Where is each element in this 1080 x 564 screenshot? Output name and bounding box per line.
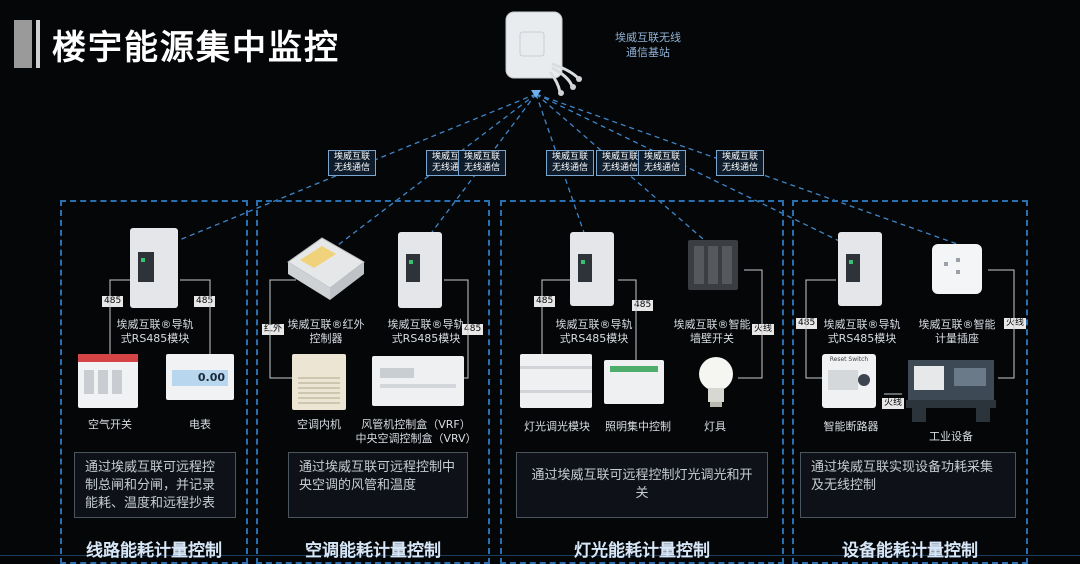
panel-title: 线路能耗计量控制 <box>86 541 222 561</box>
bottom-divider <box>0 555 1080 556</box>
hub-label-line2: 通信基站 <box>626 46 670 59</box>
tag-fire-wire: 火线 <box>1004 318 1027 329</box>
panel-title: 设备能耗计量控制 <box>842 541 978 561</box>
wireless-tag: 埃威互联无线通信 <box>458 150 506 176</box>
device-label: 空调内机 <box>297 418 341 431</box>
tag-485: 485 <box>534 296 556 307</box>
connection-lines <box>109 279 211 355</box>
device-label-vrf: 风管机控制盒（VRF）中央空调控制盒（VRV） <box>355 418 477 445</box>
wireless-tag: 埃威互联无线通信 <box>638 150 686 176</box>
light-bulb-icon <box>699 357 733 407</box>
rail-module-icon <box>398 232 442 308</box>
ir-controller-icon <box>287 237 365 300</box>
tag-485: 485 <box>194 296 216 307</box>
rail-module-icon <box>570 232 614 306</box>
title-accent-bar <box>14 20 32 68</box>
panel-equipment-energy <box>792 200 1028 564</box>
rail-module-label: 埃威互联®导轨式RS485模块 <box>555 318 633 345</box>
device-label: 电表 <box>189 418 211 431</box>
tag-fire-wire: 火线 <box>882 398 905 409</box>
tag-485: 485 <box>632 300 654 311</box>
panel-ac-energy <box>256 200 490 564</box>
panel-title: 灯光能耗计量控制 <box>574 541 710 561</box>
rail-module-icon <box>838 232 882 306</box>
page-title: 楼宇能源集中监控 <box>52 28 340 68</box>
wireless-tag: 埃威互联无线通信 <box>716 150 764 176</box>
air-switch-icon <box>78 354 138 408</box>
panel-line-energy <box>60 200 248 564</box>
industrial-machine-icon <box>906 360 996 422</box>
ac-indoor-unit-icon <box>292 354 346 410</box>
smart-socket-icon <box>932 244 982 294</box>
title-accent-bar-2 <box>36 20 40 68</box>
connection-lines <box>805 269 1015 395</box>
device-label: 智能断路器 <box>823 420 879 433</box>
ir-controller-label: 埃威互联®红外控制器 <box>287 318 365 345</box>
rail-module-label: 埃威互联®导轨式RS485模块 <box>116 318 194 345</box>
wireless-tag: 埃威互联无线通信 <box>328 150 376 176</box>
tag-485: 485 <box>796 318 818 329</box>
panel-light-energy <box>500 200 784 564</box>
panel-description: 通过埃威互联可远程控制中央空调的风管和温度 <box>288 452 468 518</box>
breaker-buttons: Reset Switch <box>829 356 869 363</box>
connection-lines <box>541 269 763 379</box>
wall-switch-label: 埃威互联®智能墙壁开关 <box>673 318 751 345</box>
smart-breaker-icon: Reset Switch <box>822 354 876 408</box>
tag-485: 485 <box>102 296 124 307</box>
wireless-tag: 埃威互联无线通信 <box>596 150 644 176</box>
device-label: 照明集中控制 <box>605 420 671 433</box>
tag-fire-wire: 火线 <box>752 324 775 335</box>
vrf-control-box-icon <box>372 356 464 406</box>
device-label: 灯光调光模块 <box>524 420 590 433</box>
smart-socket-label: 埃威互联®智能计量插座 <box>918 318 996 345</box>
hub-label: 埃威互联无线 通信基站 <box>608 30 688 60</box>
hub-label-line1: 埃威互联无线 <box>615 31 681 44</box>
panel-description: 通过埃威互联可远程控制总闸和分闸，并记录能耗、温度和远程抄表 <box>74 452 236 518</box>
panel-description: 通过埃威互联可远程控制灯光调光和开关 <box>516 452 768 518</box>
rail-module-label: 埃威互联®导轨式RS485模块 <box>823 318 901 345</box>
lighting-control-icon <box>604 360 664 404</box>
device-label: 灯具 <box>704 420 726 433</box>
meter-reading: 0.00 <box>172 370 228 386</box>
wireless-tag: 埃威互联无线通信 <box>546 150 594 176</box>
tag-485: 485 <box>462 324 484 335</box>
device-label: 空气开关 <box>88 418 132 431</box>
wireless-base-station-icon <box>505 11 582 96</box>
panel-title: 空调能耗计量控制 <box>305 541 441 561</box>
rail-module-icon <box>130 228 178 308</box>
panel-description: 通过埃威互联实现设备功耗采集及无线控制 <box>800 452 1016 518</box>
device-label: 工业设备 <box>929 430 973 443</box>
wall-switch-icon <box>688 240 738 290</box>
rail-module-label: 埃威互联®导轨式RS485模块 <box>387 318 465 345</box>
dimming-module-icon <box>520 354 592 408</box>
tag-ir: 红外 <box>262 324 285 335</box>
electric-meter-icon: 0.00 <box>166 354 234 400</box>
